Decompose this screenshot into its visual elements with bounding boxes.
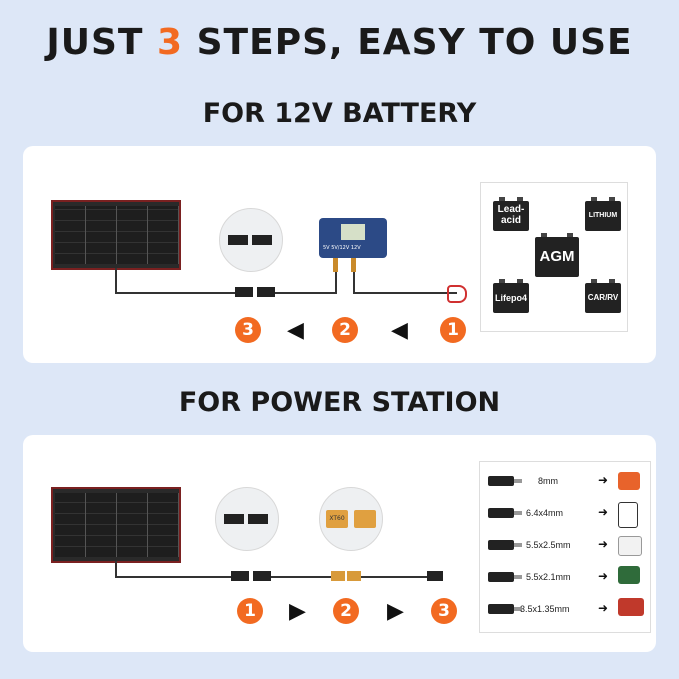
arrow-right-icon: ➜ [598, 473, 609, 487]
connector-plug-icon [231, 571, 249, 581]
section-heading-battery: FOR 12V BATTERY [202, 98, 477, 129]
battery-agm: AGM [535, 233, 579, 277]
connector-size-label: 3.5x1.35mm [520, 604, 570, 614]
connector-size-label: 8mm [538, 476, 558, 486]
battery-clip-icon [447, 285, 467, 303]
battery-setup-card: 5V 5V/12V 12V 3 ◀ 2 ◀ 1 Lead-acid LITHIU… [23, 146, 656, 363]
connector-plug-icon [351, 258, 356, 272]
battery-types-box: Lead-acid LITHIUM AGM Lifepo4 CAR/RV [480, 182, 628, 332]
dc-connectors-box: 8mm ➜ 6.4x4mm ➜ 5.5x2.5mm ➜ 5.5x2.1mm ➜ … [479, 461, 651, 633]
battery-car-rv: CAR/RV [585, 279, 621, 313]
connector-plug-icon [253, 571, 271, 581]
xt60-connector-zoom: XT60 [319, 487, 383, 551]
power-station-icon [618, 502, 638, 528]
connector-plug-icon [347, 571, 361, 581]
mc4-connector-zoom [219, 208, 283, 272]
power-station-icon [618, 472, 640, 490]
dc-plug-icon [488, 572, 522, 582]
step-1-badge: 1 [440, 317, 466, 343]
arrow-right-icon: ➜ [598, 537, 609, 551]
step-3-badge: 3 [235, 317, 261, 343]
arrow-right-icon: ➜ [598, 569, 609, 583]
dc-plug-icon [488, 508, 522, 518]
arrow-right-icon: ➜ [598, 505, 609, 519]
connector-plug-icon [257, 287, 275, 297]
mc4-connector-zoom [215, 487, 279, 551]
solar-panel-image [51, 200, 181, 270]
power-station-icon [618, 598, 644, 616]
step-3-badge: 3 [431, 598, 457, 624]
connector-plug-icon [235, 287, 253, 297]
section-heading-power-station: FOR POWER STATION [178, 387, 501, 418]
power-station-icon [618, 536, 642, 556]
arrow-left-icon: ◀ [287, 318, 304, 343]
connector-plug-icon [333, 258, 338, 272]
charge-controller: 5V 5V/12V 12V [319, 218, 387, 258]
connector-plug-icon [331, 571, 345, 581]
connector-size-label: 5.5x2.1mm [526, 572, 571, 582]
arrow-right-icon: ▶ [289, 599, 306, 624]
arrow-right-icon: ▶ [387, 599, 404, 624]
dc-plug-icon [488, 604, 522, 614]
connector-size-label: 6.4x4mm [526, 508, 564, 518]
battery-lithium: LITHIUM [585, 197, 621, 231]
dc-plug-icon [488, 540, 522, 550]
arrow-left-icon: ◀ [391, 318, 408, 343]
arrow-right-icon: ➜ [598, 601, 609, 615]
dc-plug-icon [427, 571, 443, 581]
solar-panel-image [51, 487, 181, 563]
power-station-icon [618, 566, 640, 584]
step-1-badge: 1 [237, 598, 263, 624]
battery-lead-acid: Lead-acid [493, 197, 529, 231]
dc-plug-icon [488, 476, 522, 486]
step-2-badge: 2 [333, 598, 359, 624]
battery-lifepo4: Lifepo4 [493, 279, 529, 313]
connector-size-label: 5.5x2.5mm [526, 540, 571, 550]
step-2-badge: 2 [332, 317, 358, 343]
page-title: JUST 3 STEPS, EASY TO USE [46, 22, 633, 63]
power-station-setup-card: XT60 1 ▶ 2 ▶ 3 8mm ➜ 6.4x4mm ➜ 5.5x2.5mm… [23, 435, 656, 652]
